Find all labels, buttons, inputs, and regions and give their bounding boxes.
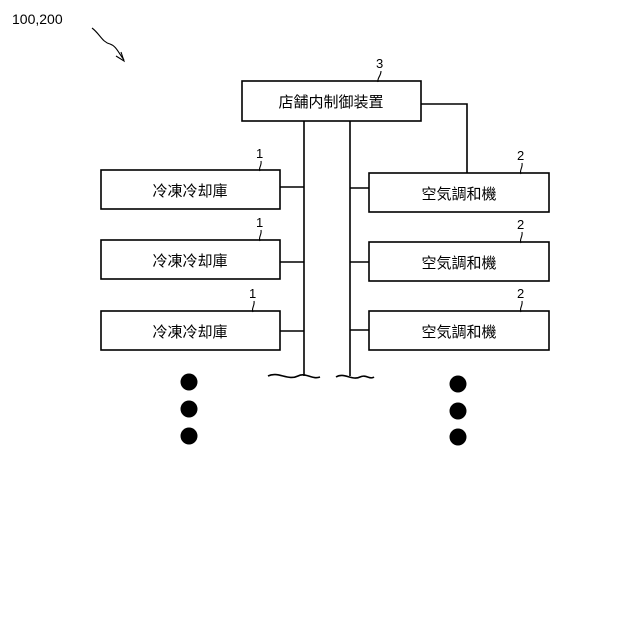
refrigerator-ref: 1 [256, 215, 263, 230]
refrigerator-unit: 冷凍冷却庫 1 [101, 286, 304, 350]
continuation-dot-left [181, 374, 198, 391]
air-conditioner-ref: 2 [517, 217, 524, 232]
controller-ref: 3 [376, 56, 383, 71]
refrigerator-label: 冷凍冷却庫 [152, 323, 227, 341]
controller-label: 店舗内制御装置 [278, 93, 383, 111]
bus-break-right [336, 375, 374, 378]
system-ref-arrow [92, 28, 124, 60]
system-ref-label: 100,200 [12, 11, 63, 27]
refrigerator-unit: 冷凍冷却庫 1 [101, 215, 304, 279]
refrigerator-unit: 冷凍冷却庫 1 [101, 146, 304, 209]
refrigerator-label: 冷凍冷却庫 [152, 252, 227, 270]
continuation-dot-left [181, 428, 198, 445]
air-conditioner-unit: 空気調和機 2 [350, 286, 549, 350]
continuation-dot-left [181, 401, 198, 418]
air-conditioner-label: 空気調和機 [421, 185, 496, 203]
air-conditioner-ref: 2 [517, 286, 524, 301]
refrigerator-ref: 1 [256, 146, 263, 161]
air-conditioner-label: 空気調和機 [421, 254, 496, 272]
refrigerator-label: 冷凍冷却庫 [152, 182, 227, 200]
continuation-dot-right [450, 376, 467, 393]
controller-ac-link [421, 104, 467, 173]
air-conditioner-ref: 2 [517, 148, 524, 163]
continuation-dot-right [450, 403, 467, 420]
bus-break-left [268, 375, 320, 378]
air-conditioner-label: 空気調和機 [421, 323, 496, 341]
continuation-dot-right [450, 429, 467, 446]
air-conditioner-unit: 空気調和機 2 [350, 148, 549, 212]
air-conditioner-unit: 空気調和機 2 [350, 217, 549, 281]
refrigerator-ref: 1 [249, 286, 256, 301]
